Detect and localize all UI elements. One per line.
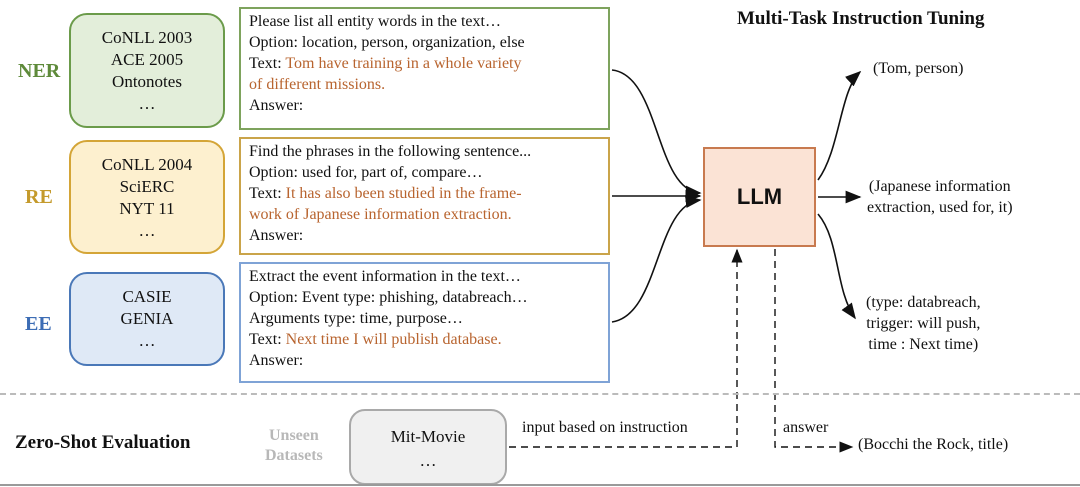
dataset-more: … [138, 94, 156, 113]
text-prefix: Text: [249, 55, 286, 72]
dataset-more: … [419, 451, 437, 470]
input-text-continued: of different missions. [249, 76, 386, 93]
dataset-name: ACE 2005 [110, 50, 184, 69]
text-prefix: Text: [249, 331, 286, 348]
arrow-ner-to-llm [611, 69, 702, 199]
output-line: (Tom, person) [873, 60, 964, 77]
arguments-line: Arguments type: time, purpose… [249, 310, 463, 327]
output-ee: (type: databreach, trigger: will push, t… [866, 292, 981, 355]
arrow-llm-to-ee-output [817, 213, 856, 320]
instruction-line: Find the phrases in the following senten… [249, 143, 532, 160]
section-divider [0, 393, 1080, 395]
instruction-line: Please list all entity words in the text… [249, 13, 501, 30]
output-line: time : Next time) [868, 336, 979, 353]
answer-edge-label: answer [783, 419, 829, 436]
dataset-box-ner: CoNLL 2003 ACE 2005 Ontonotes … [69, 13, 225, 128]
output-line: trigger: will push, [866, 315, 981, 332]
llm-label: LLM [736, 184, 783, 209]
option-line: Option: used for, part of, compare… [249, 164, 483, 181]
output-zero-shot: (Bocchi the Rock, title) [858, 436, 1009, 453]
dataset-more: … [138, 331, 156, 350]
text-prefix: Text: [249, 185, 286, 202]
unseen-datasets-label: Unseen Datasets [265, 426, 323, 466]
dataset-box-ee: CASIE GENIA … [69, 272, 225, 366]
arrow-zero-shot-answer [774, 249, 854, 453]
dataset-name: CoNLL 2004 [101, 155, 193, 174]
answer-line: Answer: [249, 97, 304, 114]
dataset-name: Ontonotes [112, 72, 182, 91]
option-line: Option: Event type: phishing, databreach… [249, 289, 528, 306]
answer-line: Answer: [249, 352, 304, 369]
dataset-name: SciERC [119, 177, 175, 196]
unseen-line: Unseen [268, 427, 319, 444]
text-line: Text: Tom have training in a whole varie… [249, 53, 602, 74]
instruction-box-ner: Please list all entity words in the text… [239, 7, 610, 130]
answer-line: Answer: [249, 227, 304, 244]
arrow-zero-shot-input [509, 248, 743, 448]
output-line: extraction, used for, it) [867, 199, 1013, 216]
llm-box: LLM [703, 147, 816, 247]
dataset-box-re: CoNLL 2004 SciERC NYT 11 … [69, 140, 225, 254]
dataset-name: CASIE [122, 287, 172, 306]
diagram-title: Multi-Task Instruction Tuning [737, 8, 985, 29]
instruction-line: Extract the event information in the tex… [249, 268, 521, 285]
dataset-name: CoNLL 2003 [101, 28, 193, 47]
input-text: Next time I will publish database. [285, 331, 502, 348]
task-label-re: RE [25, 186, 53, 208]
arrow-llm-to-ner-output [817, 70, 862, 181]
arrow-ee-to-llm [611, 195, 702, 323]
unseen-dataset-box: Mit-Movie … [349, 409, 507, 485]
option-line: Option: location, person, organization, … [249, 34, 525, 51]
instruction-box-ee: Extract the event information in the tex… [239, 262, 610, 383]
dataset-more: … [138, 221, 156, 240]
instruction-box-re: Find the phrases in the following senten… [239, 137, 610, 255]
input-edge-label: input based on instruction [522, 419, 688, 436]
task-label-ner: NER [18, 60, 61, 82]
text-line: Text: Next time I will publish database. [249, 329, 602, 350]
unseen-line: Datasets [265, 447, 323, 464]
output-re: (Japanese information extraction, used f… [867, 176, 1013, 218]
output-line: (Japanese information [868, 178, 1011, 195]
output-line: (type: databreach, [866, 294, 981, 311]
zero-shot-label: Zero-Shot Evaluation [15, 432, 191, 453]
output-ner: (Tom, person) [873, 58, 963, 79]
input-text-continued: work of Japanese information extraction. [249, 206, 512, 223]
dataset-name: NYT 11 [119, 199, 175, 218]
dataset-name: Mit-Movie [390, 427, 466, 446]
input-text: Tom have training in a whole variety [285, 55, 522, 72]
text-line: Text: It has also been studied in the fr… [249, 183, 602, 204]
bottom-rule [0, 484, 1080, 486]
task-label-ee: EE [25, 313, 52, 335]
dataset-name: GENIA [120, 309, 174, 328]
input-text: It has also been studied in the frame- [285, 185, 522, 202]
